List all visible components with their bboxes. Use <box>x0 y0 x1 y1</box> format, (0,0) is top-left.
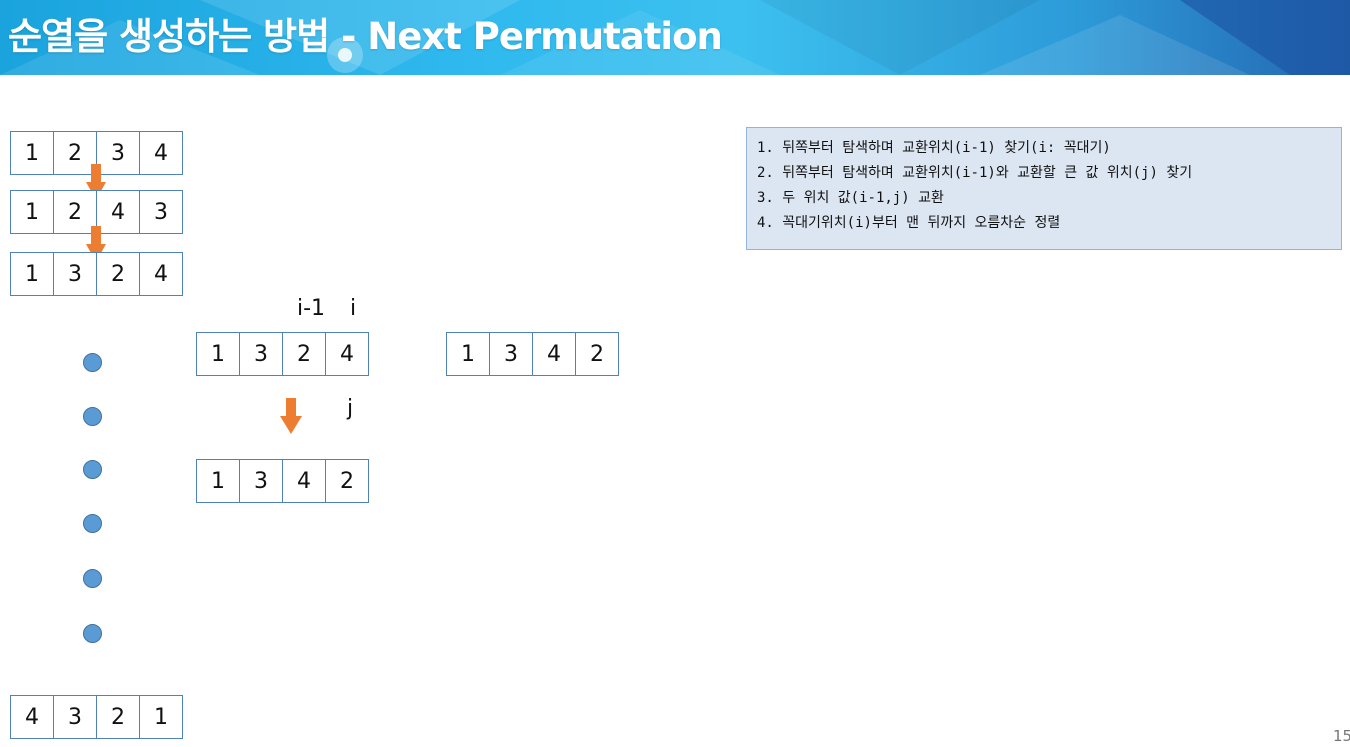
cell: 2 <box>282 332 326 376</box>
cell: 1 <box>196 332 240 376</box>
cell: 3 <box>239 459 283 503</box>
label-j: j <box>347 396 354 421</box>
permutation-row-first: 1 2 3 4 <box>10 131 183 175</box>
cell: 2 <box>53 131 97 175</box>
ellipsis-dot <box>83 514 102 533</box>
example-row-result: 1 3 4 2 <box>196 459 369 503</box>
permutation-row-second: 1 2 4 3 <box>10 190 183 234</box>
cell: 3 <box>489 332 533 376</box>
example-row-swapped: 1 3 4 2 <box>446 332 619 376</box>
ellipsis-dot <box>83 624 102 643</box>
step-3: 3. 두 위치 값(i-1,j) 교환 <box>757 190 944 206</box>
cell: 4 <box>139 252 183 296</box>
cell: 2 <box>96 252 140 296</box>
cell: 3 <box>239 332 283 376</box>
cell: 2 <box>575 332 619 376</box>
cell: 3 <box>53 695 97 739</box>
cell: 3 <box>53 252 97 296</box>
down-arrow-icon <box>280 398 302 434</box>
page-title: 순열을 생성하는 방법 - Next Permutation <box>8 15 723 58</box>
label-i-minus-1: i-1 <box>297 296 326 321</box>
cell: 4 <box>139 131 183 175</box>
cell: 4 <box>532 332 576 376</box>
cell: 2 <box>96 695 140 739</box>
header-banner: 순열을 생성하는 방법 - Next Permutation <box>0 0 1350 75</box>
cell: 4 <box>282 459 326 503</box>
algorithm-steps-box: 1. 뒤쪽부터 탐색하며 교환위치(i-1) 찾기(i: 꼭대기) 2. 뒤쪽부… <box>746 127 1342 250</box>
cell: 1 <box>139 695 183 739</box>
permutation-row-third: 1 3 2 4 <box>10 252 183 296</box>
cell: 4 <box>325 332 369 376</box>
cell: 1 <box>10 190 54 234</box>
ellipsis-dot <box>83 407 102 426</box>
ellipsis-dot <box>83 460 102 479</box>
example-row-before: 1 3 2 4 <box>196 332 369 376</box>
step-2: 2. 뒤쪽부터 탐색하며 교환위치(i-1)와 교환할 큰 값 위치(j) 찾기 <box>757 165 1193 181</box>
cell: 3 <box>139 190 183 234</box>
cell: 2 <box>325 459 369 503</box>
label-i: i <box>350 296 357 321</box>
step-4: 4. 꼭대기위치(i)부터 맨 뒤까지 오름차순 정렬 <box>757 215 1061 231</box>
cell: 1 <box>196 459 240 503</box>
step-1: 1. 뒤쪽부터 탐색하며 교환위치(i-1) 찾기(i: 꼭대기) <box>757 140 1111 156</box>
cell: 1 <box>10 252 54 296</box>
cell: 1 <box>446 332 490 376</box>
header-background-shapes <box>0 0 1350 75</box>
page-number: 15 <box>1333 727 1350 745</box>
ellipsis-dot <box>83 353 102 372</box>
permutation-row-last: 4 3 2 1 <box>10 695 183 739</box>
cell: 2 <box>53 190 97 234</box>
cell: 3 <box>96 131 140 175</box>
cell: 4 <box>10 695 54 739</box>
ellipsis-dot <box>83 569 102 588</box>
cell: 1 <box>10 131 54 175</box>
